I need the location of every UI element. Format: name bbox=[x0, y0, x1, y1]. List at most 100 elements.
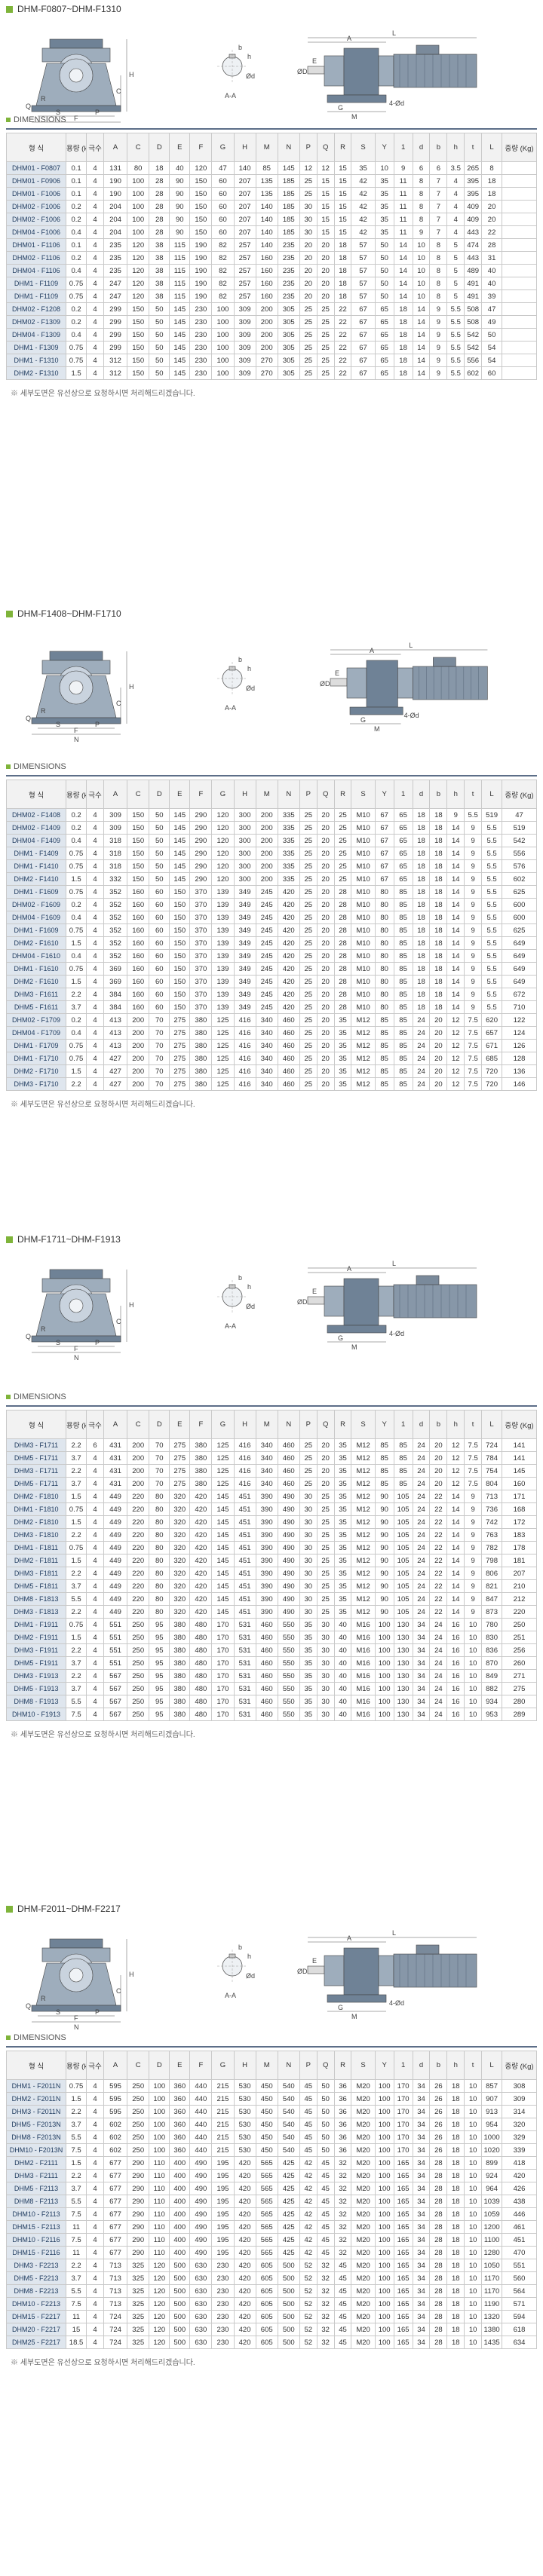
bullet-dot-icon bbox=[6, 2035, 11, 2040]
value-cell: 10 bbox=[464, 2092, 483, 2106]
value-cell: 275 bbox=[169, 1438, 191, 1452]
model-cell: DHM02 - F1609 bbox=[5, 898, 67, 911]
input-shaft bbox=[307, 1965, 325, 1974]
value-cell: 720 bbox=[481, 1077, 503, 1091]
model-cell: DHM3 - F1913 bbox=[5, 1669, 67, 1683]
value-cell: 100 bbox=[374, 2284, 394, 2298]
value-cell: 235 bbox=[277, 264, 300, 277]
value-cell: 349 bbox=[233, 911, 256, 924]
column-header: Q bbox=[316, 1410, 335, 1439]
value-cell: 34 bbox=[412, 2259, 431, 2272]
value-cell: 220 bbox=[127, 1554, 150, 1567]
value-cell: 857 bbox=[481, 2079, 503, 2093]
value-cell: 20 bbox=[316, 911, 335, 924]
value-cell: 25 bbox=[316, 341, 335, 354]
value-cell: 420 bbox=[233, 2284, 256, 2298]
value-cell: 195 bbox=[211, 2169, 235, 2182]
model-cell: DHM1 - F1410 bbox=[5, 859, 67, 873]
value-cell: 25 bbox=[299, 898, 318, 911]
value-cell: 564 bbox=[502, 2284, 537, 2298]
value-cell: 18 bbox=[333, 264, 352, 277]
value-cell: 325 bbox=[127, 2323, 150, 2336]
model-cell: DHM25 - F2217 bbox=[5, 2336, 67, 2349]
value-cell: 20 bbox=[316, 1451, 335, 1465]
value-cell bbox=[502, 213, 537, 226]
value-cell: 204 bbox=[103, 213, 128, 226]
value-cell: 80 bbox=[149, 1515, 170, 1529]
value-cell: 50 bbox=[149, 328, 170, 342]
value-cell: 50 bbox=[149, 354, 170, 367]
value-cell: 320 bbox=[169, 1554, 191, 1567]
value-cell: 150 bbox=[127, 366, 150, 380]
value-cell: 130 bbox=[393, 1682, 413, 1695]
value-cell: 22 bbox=[429, 1502, 448, 1516]
value-cell: 20 bbox=[316, 1477, 335, 1490]
column-header: 형 식 bbox=[5, 1410, 67, 1439]
value-cell: 100 bbox=[374, 2169, 394, 2182]
value-cell: 28 bbox=[149, 187, 170, 201]
value-cell: 531 bbox=[233, 1618, 256, 1631]
bullet-dot-icon bbox=[6, 1395, 11, 1399]
value-cell: 85 bbox=[393, 911, 413, 924]
value-cell: 25 bbox=[316, 1490, 335, 1503]
value-cell: 160 bbox=[127, 962, 150, 976]
value-cell: 798 bbox=[481, 1554, 503, 1567]
value-cell: 4 bbox=[86, 988, 104, 1001]
value-cell: 460 bbox=[277, 1438, 300, 1452]
value-cell: 25 bbox=[299, 808, 318, 822]
value-cell: 40 bbox=[169, 161, 191, 175]
value-cell: 18 bbox=[446, 2233, 465, 2247]
value-cell: 130 bbox=[393, 1695, 413, 1708]
value-cell: 28 bbox=[429, 2246, 448, 2259]
value-cell: 25 bbox=[316, 1502, 335, 1516]
value-cell: 165 bbox=[393, 2195, 413, 2208]
model-cell: DHM3 - F1810 bbox=[5, 1528, 67, 1542]
dim-label-a: A bbox=[347, 35, 351, 42]
value-cell: 451 bbox=[233, 1528, 256, 1542]
value-cell: 25 bbox=[299, 187, 318, 201]
value-cell: 9 bbox=[464, 1515, 483, 1529]
value-cell: 2.2 bbox=[66, 2259, 87, 2272]
value-cell: 451 bbox=[233, 1567, 256, 1580]
value-cell: 207 bbox=[502, 1567, 537, 1580]
value-cell: 30 bbox=[316, 1708, 335, 1721]
value-cell: 22 bbox=[429, 1515, 448, 1529]
column-header: 1 bbox=[393, 1410, 413, 1439]
value-cell: 95 bbox=[149, 1656, 170, 1670]
dim-label-phiD: ØD bbox=[297, 1298, 308, 1306]
value-cell: 18 bbox=[412, 859, 431, 873]
value-cell: 14 bbox=[446, 885, 465, 899]
value-cell: 451 bbox=[233, 1502, 256, 1516]
value-cell: 32 bbox=[316, 2297, 335, 2311]
value-cell: 340 bbox=[255, 1077, 278, 1091]
value-cell: 257 bbox=[233, 264, 256, 277]
value-cell: 18 bbox=[412, 975, 431, 988]
value-cell: 20 bbox=[316, 936, 335, 950]
reducer-flange bbox=[346, 667, 367, 699]
value-cell: 18 bbox=[446, 2092, 465, 2106]
dim-label-b: b bbox=[238, 656, 242, 663]
value-cell: 713 bbox=[103, 2259, 128, 2272]
dim-label-n: N bbox=[74, 1354, 79, 1362]
value-cell: 70 bbox=[149, 1052, 170, 1065]
value-cell: 40 bbox=[333, 1656, 352, 1670]
value-cell: 85 bbox=[374, 1026, 394, 1040]
value-cell: 190 bbox=[189, 264, 213, 277]
value-cell bbox=[502, 225, 537, 239]
value-cell: 954 bbox=[481, 2118, 503, 2131]
value-cell: 602 bbox=[103, 2130, 128, 2144]
value-cell: 470 bbox=[502, 2246, 537, 2259]
value-cell: 713 bbox=[103, 2271, 128, 2285]
value-cell: M16 bbox=[351, 1695, 376, 1708]
value-cell: 4 bbox=[86, 847, 104, 860]
value-cell: 100 bbox=[211, 341, 235, 354]
value-cell: 60 bbox=[149, 962, 170, 976]
reducer-body bbox=[343, 47, 379, 96]
value-cell: 490 bbox=[277, 1579, 300, 1593]
value-cell: 22 bbox=[333, 328, 352, 342]
model-cell: DHM2 - F1410 bbox=[5, 872, 67, 886]
value-cell: 508 bbox=[464, 302, 483, 316]
